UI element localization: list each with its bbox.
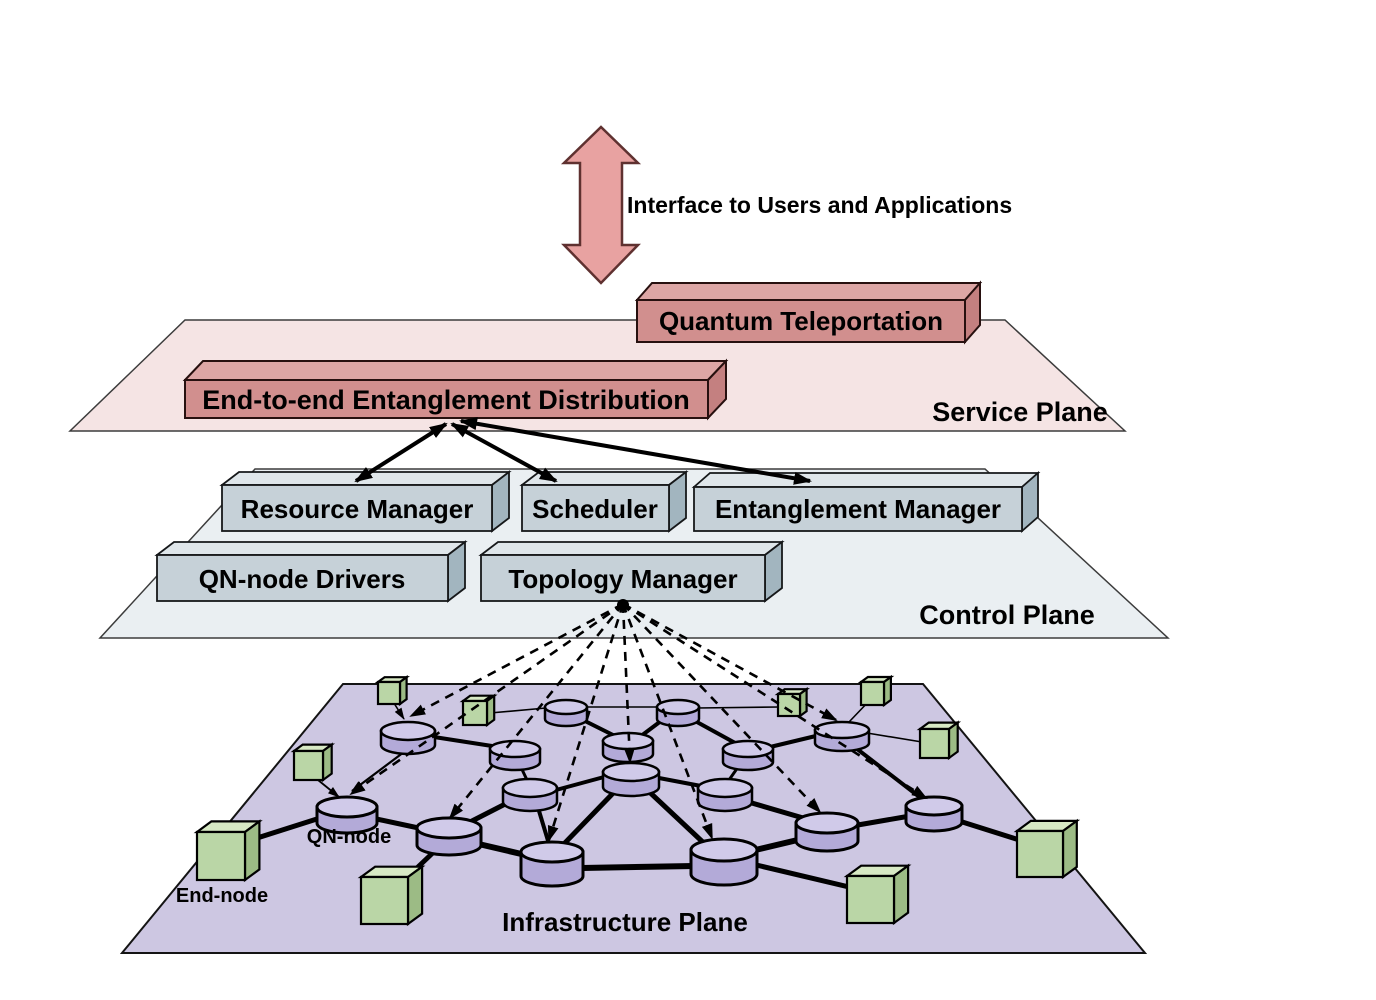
end-node-cubes [193, 674, 1081, 927]
e2e-entanglement-distribution-box: End-to-end Entanglement Distribution [182, 358, 729, 421]
end-node-cube [290, 742, 336, 783]
end-node-cube [374, 675, 410, 707]
entanglement-manager-label: Entanglement Manager [715, 494, 1001, 524]
qn-node-cylinder [696, 777, 754, 813]
scheduler-box: Scheduler [519, 470, 689, 533]
infrastructure-plane-label: Infrastructure Plane [502, 907, 748, 937]
qn-node-cylinder [794, 811, 860, 853]
scheduler-label: Scheduler [532, 494, 658, 524]
end-node-cube [357, 864, 426, 927]
quantum-teleportation-label: Quantum Teleportation [659, 306, 943, 336]
qn-node-drivers-box: QN-node Drivers [154, 540, 468, 603]
resource-manager-box: Resource Manager [219, 470, 512, 533]
qn-node-cylinder [379, 720, 437, 756]
entanglement-manager-box: Entanglement Manager [691, 471, 1041, 533]
qn-node-cylinder [689, 837, 759, 887]
qn-node-cylinder [519, 840, 585, 888]
end-node-cube [459, 693, 498, 728]
e2e-entanglement-distribution-label: End-to-end Entanglement Distribution [202, 385, 689, 415]
quantum-teleportation-box: Quantum Teleportation [634, 280, 983, 345]
end-node-cube [1013, 818, 1081, 880]
end-node-cube [916, 720, 962, 761]
qn-node-label: QN-node [307, 826, 391, 848]
end-node-cube-labeled [193, 819, 263, 883]
qn-node-cylinder [904, 795, 964, 833]
end-node-cube [857, 674, 895, 708]
resource-manager-label: Resource Manager [241, 494, 474, 524]
topology-manager-label: Topology Manager [508, 564, 737, 594]
qn-node-cylinder [488, 739, 542, 772]
interface-label: Interface to Users and Applications [627, 192, 1012, 218]
qn-node-cylinder [655, 698, 701, 728]
topology-manager-box: Topology Manager [478, 540, 785, 603]
qn-node-drivers-label: QN-node Drivers [199, 564, 406, 594]
qn-node-cylinder [501, 777, 559, 813]
end-node-cube [843, 863, 912, 926]
qn-node-cylinder-labeled [315, 795, 379, 835]
service-control-arrows [354, 417, 812, 485]
service-plane-label: Service Plane [932, 397, 1108, 427]
qn-node-cylinder [415, 816, 483, 857]
interface-double-arrow [560, 125, 642, 285]
topology-manager-fan [349, 599, 928, 842]
qn-node-cylinder [721, 739, 775, 772]
control-plane-label: Control Plane [919, 600, 1095, 630]
qn-node-cylinder [813, 720, 871, 753]
qn-node-cylinder [543, 698, 589, 728]
end-node-label: End-node [176, 885, 268, 907]
qn-node-cylinder [601, 761, 661, 798]
